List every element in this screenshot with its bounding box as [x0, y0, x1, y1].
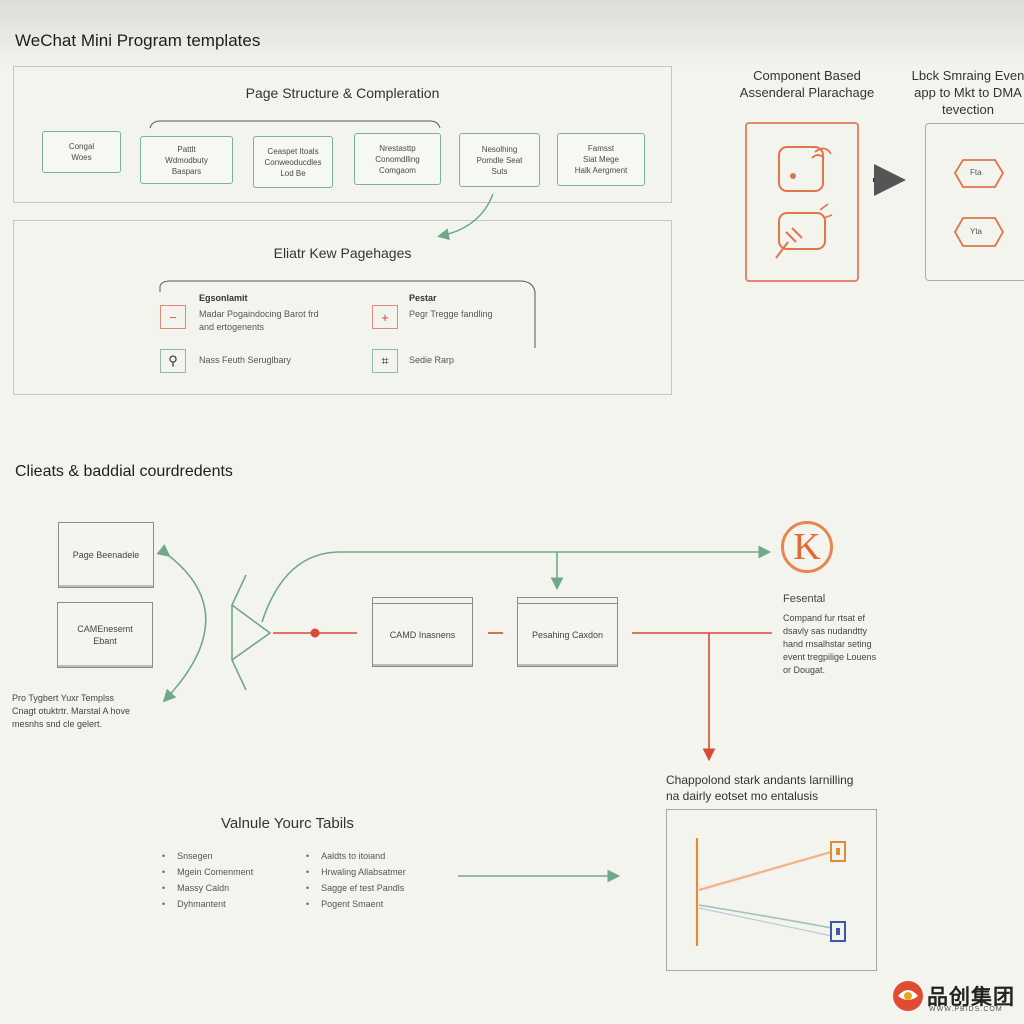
item-2-title: Pestar — [409, 293, 437, 303]
chart-line-1 — [698, 850, 832, 892]
right-note-title: Fesental — [783, 593, 826, 605]
event-item-2: Yta — [970, 227, 983, 236]
page-title: WeChat Mini Program templates — [15, 31, 261, 50]
section2-heading: Clieats & baddial courdredents — [15, 463, 233, 480]
chart-frame — [666, 809, 877, 971]
item-3-text: Nass Feuth Seruglbary — [199, 355, 292, 365]
item-4-text: Sedie Rarp — [409, 355, 455, 365]
green-zigzag — [230, 574, 272, 691]
structure-box-2[interactable]: Pattlt Wdmodbuty Baspars — [140, 136, 233, 184]
page-packages-panel: Eliatr Kew Pagehages — [13, 220, 672, 395]
bullet-item: Massy Caldn — [162, 880, 253, 896]
bottom-heading: Valnule Yourc Tabils — [221, 815, 354, 832]
event-header: Lbck Smraing Even app to Mkt to DMA teve… — [911, 68, 1024, 117]
structure-box-3[interactable]: Ceaspet Itoals Conweoducdles Lod Be — [253, 136, 333, 188]
bullet-item: Aaldts to itoiand — [306, 848, 406, 864]
red-dot — [310, 628, 320, 638]
bullet-list-right: Aaldts to itoiand Hrwaling Allabsatmer S… — [306, 848, 406, 912]
page-structure-title: Page Structure & Compleration — [245, 85, 440, 101]
structure-bracket — [149, 120, 441, 129]
bullet-item: Sagge ef test Pandls — [306, 880, 406, 896]
event-card[interactable] — [925, 123, 1024, 281]
plug-icon — [778, 212, 826, 250]
event-item-1: Fta — [970, 168, 982, 177]
k-logo-icon[interactable]: K — [781, 521, 833, 573]
watermark-url: WWW.PBIDS.COM — [929, 1006, 1003, 1013]
green-top-arrow — [261, 545, 772, 623]
structure-box-5[interactable]: Nesolhing Pomdle Seat Suts — [459, 133, 540, 187]
structure-box-1[interactable]: Congal Woes — [42, 131, 121, 173]
bullet-item: Snsegen — [162, 848, 253, 864]
minus-icon[interactable]: − — [160, 305, 186, 329]
camenesemt-box[interactable]: CAMEnesemt Ebant — [57, 602, 153, 668]
structure-box-6[interactable]: Famsst Siat Mege Halk Aergment — [557, 133, 645, 186]
chart-line-2 — [698, 904, 833, 929]
bullet-list-left: Snsegen Mgein Comenment Massy Caldn Dyhm… — [162, 848, 253, 912]
search-icon[interactable]: ⚲ — [160, 349, 186, 373]
pesahing-box[interactable]: Pesahing Caxdon — [517, 597, 618, 667]
chart-marker-1 — [830, 841, 846, 862]
page-packages-title: Eliatr Kew Pagehages — [273, 245, 412, 261]
item-2-text: Pegr Tregge fandling — [409, 309, 493, 319]
watermark-text: 品创集团 — [927, 986, 1015, 1009]
bullet-item: Hrwaling Allabsatmer — [306, 864, 406, 880]
plus-icon[interactable]: + — [372, 305, 398, 329]
component-card[interactable] — [745, 122, 859, 282]
structure-box-4[interactable]: Nrestasttp Conomdlling Comgaom — [354, 133, 441, 185]
component-icon-1 — [778, 146, 824, 192]
item-1-title: Egsonlamit — [199, 293, 248, 303]
right-note: Compand fur rtsat ef dsavly sas nudandtt… — [783, 613, 877, 675]
chart-marker-2 — [830, 921, 846, 942]
page-structure-panel: Page Structure & Compleration — [13, 66, 672, 203]
camd-box[interactable]: CAMD Inasnens — [372, 597, 473, 667]
green-curve-arrow — [156, 544, 207, 703]
bullet-item: Dyhmantent — [162, 896, 253, 912]
hexagon-icon-2 — [953, 217, 1005, 247]
packages-bracket — [159, 280, 536, 348]
left-note: Pro Tygbert Yuxr Templss Cnagt otuktrtr.… — [12, 693, 131, 729]
top-fade — [0, 0, 1024, 70]
hexagon-icon-1 — [953, 159, 1005, 188]
bullet-item: Pogent Smaent — [306, 896, 406, 912]
chart-caption: Chappolond stark andants larnilling na d… — [666, 773, 854, 803]
component-header: Component Based Assenderal Plarachage — [739, 68, 875, 100]
item-1-text: Madar Pogaindocing Barot frd and ertogen… — [199, 309, 319, 332]
page-component-box[interactable]: Page Beenadele — [58, 522, 154, 588]
grid-icon[interactable]: ⌗ — [372, 349, 398, 373]
curve-arrow — [437, 193, 494, 241]
bullet-item: Mgein Comenment — [162, 864, 253, 880]
